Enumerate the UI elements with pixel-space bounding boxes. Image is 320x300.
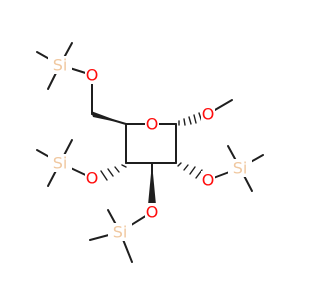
wedge-bond-c5-ch2 <box>91 111 126 124</box>
atom-si-bottom: Si <box>108 223 132 242</box>
atom-si-top: Si <box>48 56 72 75</box>
atom-labels: Si O O O Si O O Si <box>48 56 252 242</box>
atom-o-ring: O <box>145 115 159 134</box>
o-left-label: O <box>86 169 99 188</box>
atom-o-methoxy: O <box>201 105 215 124</box>
o-top-label: O <box>86 66 99 85</box>
atom-si-left: Si <box>48 154 72 173</box>
si-bottom-label: Si <box>113 223 128 242</box>
atom-o-left: O <box>85 169 99 188</box>
bond-lines <box>36 42 264 263</box>
hashed-bond-c1-o-methoxy <box>178 112 203 126</box>
si-top-label: Si <box>53 56 68 75</box>
atom-si-right: Si <box>228 159 252 178</box>
o-methoxy-label: O <box>202 105 215 124</box>
si-right-label: Si <box>233 159 248 178</box>
stereo-bonds <box>91 111 203 205</box>
atom-o-right: O <box>201 171 215 190</box>
atom-o-bottom: O <box>145 203 159 222</box>
o-ring-label: O <box>146 115 159 134</box>
si-left-label: Si <box>53 154 68 173</box>
o-bottom-label: O <box>146 203 159 222</box>
wedge-bond-c3-o-bottom <box>148 163 156 205</box>
hashed-bond-c2-o-right <box>177 162 203 179</box>
structure-diagram: Si O O O Si O O Si <box>36 42 264 263</box>
o-right-label: O <box>202 171 215 190</box>
hashed-bond-c4-o-left <box>100 164 127 181</box>
atom-o-top: O <box>85 66 99 85</box>
